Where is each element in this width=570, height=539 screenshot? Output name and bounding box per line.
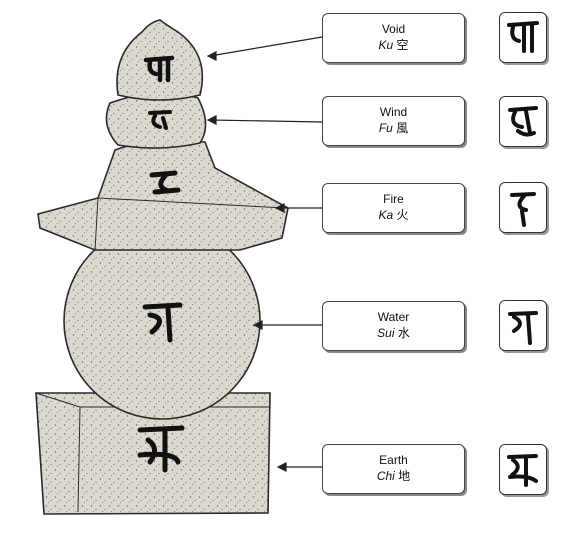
fire-bija-icon: [510, 192, 536, 227]
label-box-wind: Wind Fu 風: [322, 96, 465, 146]
void-sanskrit-glyph: [143, 55, 175, 83]
earth-arrowhead: [276, 462, 287, 472]
fire-stone: [37, 139, 289, 251]
earth-english: Earth: [379, 453, 408, 467]
earth-romaji: Chi: [376, 469, 399, 483]
wind-arrow: [209, 119, 323, 123]
void-arrow: [209, 36, 323, 57]
glyph-box-void: [499, 12, 547, 63]
water-kanji: 水: [397, 326, 410, 340]
water-arrowhead: [252, 320, 263, 330]
glyph-box-fire: [499, 182, 547, 233]
water-sanskrit-glyph: [142, 302, 183, 343]
glyph-box-earth: [499, 444, 547, 495]
void-romaji: Ku: [378, 38, 397, 52]
void-english: Void: [381, 22, 406, 36]
wind-stone: [105, 91, 207, 149]
wind-arrowhead: [206, 115, 217, 125]
wind-sanskrit-glyph: [148, 110, 172, 130]
glyph-box-wind: [499, 96, 547, 147]
void-arrowhead: [206, 51, 217, 61]
wind-romaji: Fu: [378, 121, 397, 135]
earth-sanskrit-glyph: [137, 425, 185, 473]
fire-english: Fire: [383, 192, 404, 206]
glyph-box-water: [499, 300, 547, 351]
pointer-arrows: [206, 36, 323, 472]
earth-kanji: 地: [398, 469, 411, 483]
water-english: Water: [377, 310, 410, 324]
water-bija-icon: [508, 311, 538, 345]
label-box-water: Water Sui 水: [322, 301, 465, 351]
water-romaji: Sui: [377, 326, 398, 340]
label-box-earth: Earth Chi 地: [322, 444, 465, 494]
earth-bija-icon: [507, 454, 538, 487]
fire-sanskrit-glyph: [149, 170, 181, 195]
void-kanji: 空: [396, 38, 409, 52]
label-box-fire: Fire Ka 火: [322, 183, 465, 233]
void-bija-icon: [507, 21, 539, 53]
label-box-void: Void Ku 空: [322, 13, 465, 63]
wind-kanji: 風: [396, 121, 409, 135]
fire-kanji: 火: [396, 208, 409, 222]
fire-romaji: Ka: [378, 208, 397, 222]
wind-english: Wind: [379, 105, 408, 119]
wind-bija-icon: [508, 106, 538, 137]
fire-arrowhead: [274, 203, 285, 213]
